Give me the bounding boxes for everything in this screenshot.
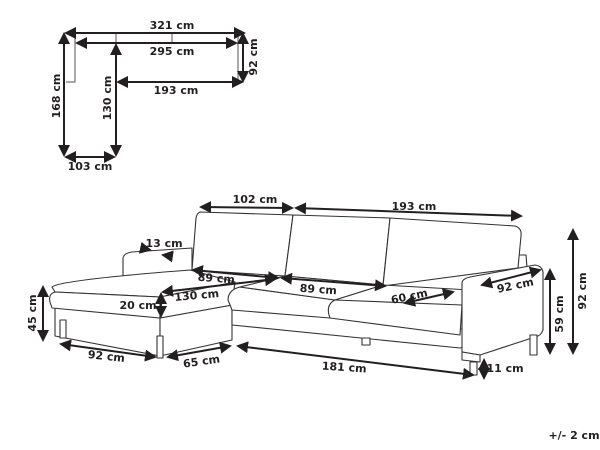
label-193-top: 193 cm [154, 84, 199, 97]
label-92-height: 92 cm [576, 272, 589, 309]
label-321: 321 cm [150, 19, 195, 32]
dim-13-a [138, 241, 152, 254]
label-130-top: 130 cm [101, 76, 114, 121]
label-181: 181 cm [321, 359, 367, 375]
label-59: 59 cm [553, 295, 566, 332]
chaise-cushion-front [49, 291, 161, 319]
dim-130 [161, 274, 277, 297]
label-102: 102 cm [233, 193, 278, 206]
label-92-top: 92 cm [247, 38, 260, 75]
label-130: 130 cm [174, 287, 220, 304]
label-20: 20 cm [119, 299, 156, 312]
label-89-chaise: 89 cm [197, 271, 235, 287]
dim-13-b [161, 250, 174, 263]
label-103: 103 cm [68, 160, 113, 173]
dim-102 [199, 201, 294, 214]
dim-89-sofa [280, 272, 387, 292]
dim-181 [236, 341, 475, 380]
back-cushion-middle [284, 214, 391, 286]
sofa-perspective [49, 211, 544, 376]
tolerance-note: +/- 2 cm [548, 429, 599, 442]
seat-cushion-right-front [327, 299, 463, 336]
dim-65 [166, 341, 232, 362]
label-92-base: 92 cm [87, 348, 125, 365]
back-cushion-left [191, 211, 294, 277]
top-view: 321 cm 295 cm 92 cm 193 cm 168 cm 130 cm… [50, 19, 260, 173]
label-295: 295 cm [150, 45, 195, 58]
label-11: 11 cm [486, 362, 523, 375]
label-65: 65 cm [182, 353, 221, 371]
dim-92-base [59, 339, 157, 362]
label-45: 45 cm [26, 294, 39, 331]
label-168: 168 cm [50, 74, 63, 119]
dim-92-arm [480, 266, 542, 289]
dim-193 [294, 202, 523, 222]
label-89-sofa: 89 cm [299, 282, 337, 298]
label-13: 13 cm [145, 237, 182, 250]
dim-60 [403, 288, 455, 307]
label-193: 193 cm [392, 200, 437, 213]
